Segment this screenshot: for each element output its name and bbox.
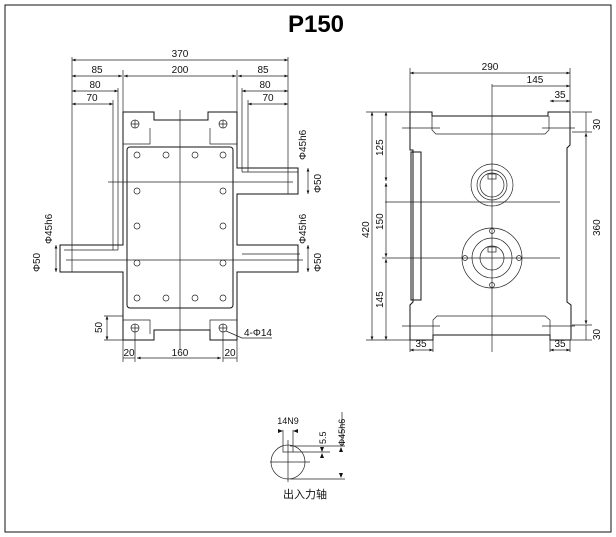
dim-30-bottom: 30 — [592, 328, 603, 340]
cover-bolt-holes — [133, 151, 227, 302]
shaft-caption: 出入力轴 — [283, 487, 327, 501]
dim-key-depth: 5.5 — [318, 431, 328, 444]
dim-370: 370 — [172, 49, 189, 60]
dim-290: 290 — [482, 62, 499, 73]
housing-outline — [59, 111, 299, 341]
dim-keyway: 14N9 — [277, 416, 299, 426]
side-view: 290 145 35 420 125 150 145 360 30 30 35 … — [361, 62, 603, 352]
dim-35-bottom-left: 35 — [415, 339, 427, 350]
dim-30-top: 30 — [592, 118, 603, 130]
side-flange — [410, 151, 422, 301]
dim-145-half: 145 — [527, 75, 544, 86]
dim-upper-shaft-d: Φ50 — [313, 173, 324, 193]
dim-lower-shaft-d: Φ50 — [313, 252, 324, 272]
dim-125: 125 — [375, 139, 386, 156]
shaft-detail: 14N9 5.5 Φ45h6 出入力轴 — [270, 412, 347, 501]
dim-360: 360 — [592, 219, 603, 236]
drawing-frame — [4, 4, 612, 533]
label-mount-holes: 4-Φ14 — [244, 328, 272, 339]
dim-50: 50 — [94, 321, 105, 333]
drawing-title: P150 — [288, 11, 344, 38]
dim-left-shaft: Φ45h6 — [44, 213, 55, 244]
dim-80-right: 80 — [259, 80, 271, 91]
mount-holes — [130, 119, 228, 333]
dim-left-shaft-d: Φ50 — [32, 252, 43, 272]
dim-160: 160 — [172, 348, 189, 359]
dim-70-left: 70 — [86, 93, 98, 104]
dim-70-right: 70 — [262, 93, 274, 104]
lower-shaft-bore — [461, 227, 523, 289]
dim-upper-shaft: Φ45h6 — [298, 129, 309, 160]
dim-200: 200 — [172, 65, 189, 76]
dim-145: 145 — [375, 291, 386, 308]
dim-shaft-diameter: Φ45h6 — [337, 419, 347, 446]
front-view: 370 85 200 85 80 80 70 70 Φ45h6 Φ50 Φ45h… — [32, 49, 324, 362]
dim-35-bottom-right: 35 — [554, 339, 566, 350]
dim-420: 420 — [361, 221, 372, 238]
dim-85-right: 85 — [257, 65, 269, 76]
dim-80-left: 80 — [89, 80, 101, 91]
upper-shaft-bore — [470, 163, 514, 207]
dim-20-right: 20 — [224, 348, 236, 359]
dim-150: 150 — [375, 213, 386, 230]
dim-lower-shaft: Φ45h6 — [298, 213, 309, 244]
dim-20-left: 20 — [123, 348, 135, 359]
side-housing-outline — [409, 111, 572, 341]
dim-85-left: 85 — [91, 65, 103, 76]
dim-35-top: 35 — [554, 90, 566, 101]
